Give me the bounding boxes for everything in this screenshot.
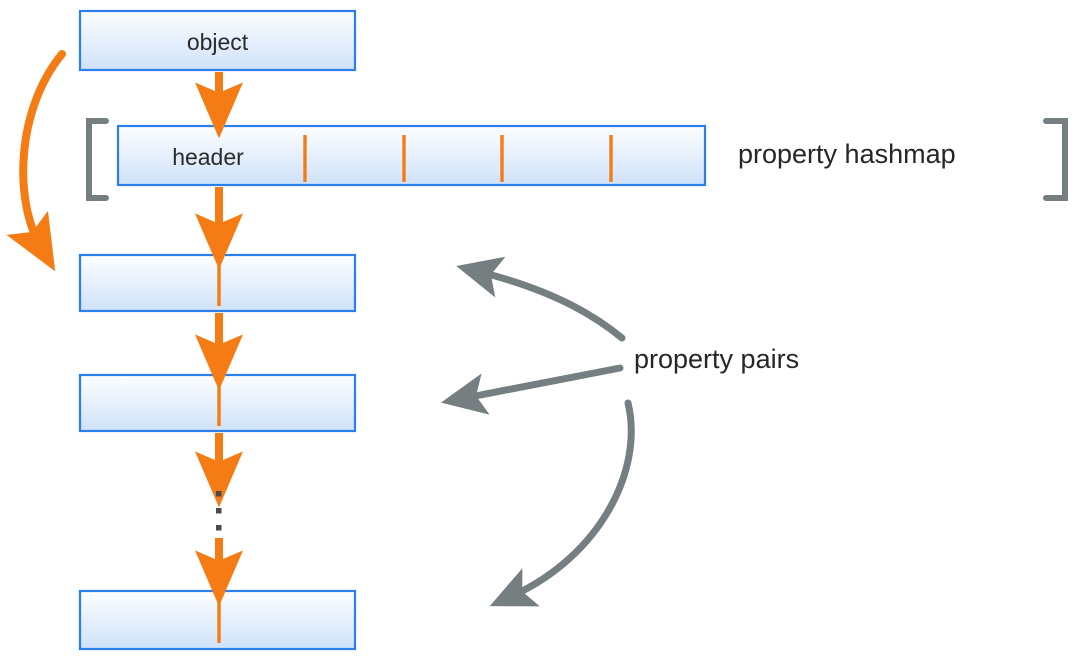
header-row-box[interactable] bbox=[116, 124, 707, 187]
hashmap-right-bracket bbox=[1043, 118, 1068, 201]
ellipsis-dots bbox=[216, 491, 222, 531]
property-pair-box-1[interactable] bbox=[78, 253, 357, 313]
gray-arrow-to-pair1 bbox=[456, 256, 626, 342]
property-pairs-label: property pairs bbox=[634, 344, 800, 374]
gray-arrow-to-pair2 bbox=[440, 364, 624, 415]
property-pair-box-2[interactable] bbox=[78, 373, 357, 433]
header-row-ticks bbox=[303, 135, 613, 182]
property-pair-box-n[interactable] bbox=[78, 589, 357, 651]
property-hashmap-label: property hashmap bbox=[738, 139, 956, 169]
object-box[interactable] bbox=[78, 9, 357, 72]
gray-arrow-to-pairn bbox=[489, 399, 635, 607]
hashmap-left-bracket bbox=[86, 118, 109, 201]
curved-orange-arrow-object-to-pairs bbox=[6, 50, 66, 272]
